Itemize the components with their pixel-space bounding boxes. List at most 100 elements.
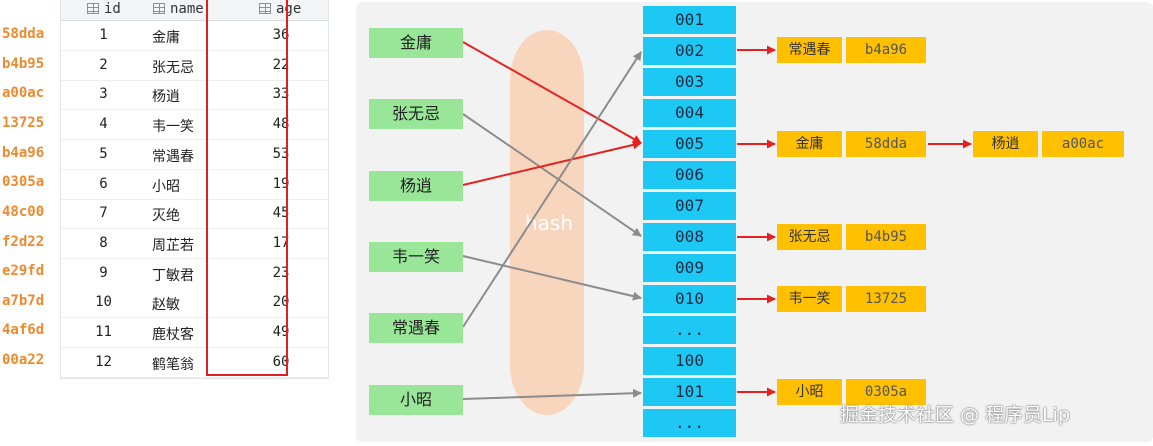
cell-name: 常遇春 xyxy=(152,148,194,165)
cell-age: 19 xyxy=(272,175,290,192)
cell-id: 4 xyxy=(99,116,108,133)
cell-age: 45 xyxy=(272,205,290,222)
column-icon xyxy=(153,3,165,14)
table-row[interactable]: 7 灭绝 45 xyxy=(61,199,328,230)
entry-hash: a00ac xyxy=(1042,131,1124,157)
entry-hash: 58dda xyxy=(846,131,926,157)
arrow-jinyong-to-005 xyxy=(462,41,642,144)
cell-age: 22 xyxy=(272,56,290,73)
hash-label: 13725 xyxy=(2,115,45,131)
hash-slot: 005 xyxy=(643,130,736,158)
column-key-icon xyxy=(87,3,99,14)
entry-name: 韦一笑 xyxy=(777,286,842,312)
hash-label: 4af6d xyxy=(2,322,45,338)
hash-label: e29fd xyxy=(2,263,45,279)
cell-name: 周芷若 xyxy=(152,237,194,254)
table-row[interactable]: 1 金庸 36 xyxy=(61,21,328,51)
key-box: 小昭 xyxy=(369,385,463,415)
hash-slot: 002 xyxy=(643,37,736,65)
cell-name: 小昭 xyxy=(152,178,180,195)
hash-slot: 100 xyxy=(643,347,736,375)
hash-label: 00a22 xyxy=(2,352,45,368)
cell-age: 33 xyxy=(272,86,290,103)
entry-name: 常遇春 xyxy=(777,37,842,63)
entry-name: 金庸 xyxy=(777,131,842,157)
hash-slot: 001 xyxy=(643,6,736,34)
cell-age: 17 xyxy=(272,234,290,251)
cell-name: 鹤笔翁 xyxy=(152,356,194,373)
hash-slot: 009 xyxy=(643,254,736,282)
entry-hash: b4b95 xyxy=(846,224,926,250)
key-box: 常遇春 xyxy=(369,313,463,343)
name-column-highlight xyxy=(206,0,288,376)
hash-label: f2d22 xyxy=(2,234,45,250)
hash-label: 0305a xyxy=(2,174,45,190)
hash-slot: 006 xyxy=(643,161,736,189)
table-row[interactable]: 3 杨逍 33 xyxy=(61,80,328,111)
entry-name: 杨逍 xyxy=(973,131,1038,157)
key-box: 杨逍 xyxy=(369,171,463,201)
cell-id: 8 xyxy=(99,234,108,251)
entry-hash: 13725 xyxy=(846,286,926,312)
entry-hash: 0305a xyxy=(846,379,926,405)
hash-function-band xyxy=(510,30,584,415)
key-box: 韦一笑 xyxy=(369,242,463,272)
table-row[interactable]: 2 张无忌 22 xyxy=(61,50,328,81)
cell-id: 12 xyxy=(95,353,112,370)
arrow-yangxiao-to-005 xyxy=(462,140,642,186)
cell-age: 23 xyxy=(272,264,290,281)
arrow-zhangwuji-to-008 xyxy=(462,113,642,237)
hash-slot: 003 xyxy=(643,68,736,96)
arrow-weiyixiao-to-010 xyxy=(462,255,642,301)
hash-function-label: hash xyxy=(525,211,574,235)
table-row[interactable]: 4 韦一笑 48 xyxy=(61,110,328,141)
cell-id: 6 xyxy=(99,175,108,192)
arrow-changyuchun-to-002 xyxy=(462,51,642,328)
column-header-age[interactable]: age xyxy=(259,1,301,17)
cell-name: 丁敏君 xyxy=(152,267,194,284)
table-row[interactable]: 6 小昭 19 xyxy=(61,169,328,200)
key-box: 张无忌 xyxy=(369,99,463,129)
hash-index-diagram xyxy=(356,2,1153,442)
arrow-xiaozhao-to-101 xyxy=(462,388,642,400)
column-icon xyxy=(259,3,271,14)
cell-name: 韦一笑 xyxy=(152,119,194,136)
cell-name: 鹿杖客 xyxy=(152,327,194,343)
cell-id: 2 xyxy=(99,56,108,73)
table-header: id name age xyxy=(61,0,328,21)
hash-label: a7b7d xyxy=(2,293,45,309)
watermark: 掘金技术社区 @ 程序员Lip xyxy=(840,404,1071,426)
cell-age: 36 xyxy=(272,27,290,43)
entry-name: 张无忌 xyxy=(777,224,842,250)
cell-name: 杨逍 xyxy=(152,89,180,106)
cell-age: 60 xyxy=(272,353,290,370)
cell-name: 张无忌 xyxy=(152,59,194,76)
cell-id: 10 xyxy=(95,294,112,311)
cell-id: 3 xyxy=(99,86,108,103)
column-header-id[interactable]: id xyxy=(87,1,121,17)
table-row[interactable]: 8 周芷若 17 xyxy=(61,228,328,259)
column-header-name[interactable]: name xyxy=(153,1,204,17)
cell-name: 灭绝 xyxy=(152,208,180,225)
cell-id: 1 xyxy=(99,27,108,43)
cell-age: 48 xyxy=(272,116,290,133)
cell-id: 7 xyxy=(99,205,108,222)
hash-slot: 007 xyxy=(643,192,736,220)
hash-slot: ... xyxy=(643,409,736,437)
entry-hash: b4a96 xyxy=(846,37,926,63)
cell-name: 金庸 xyxy=(152,30,180,46)
cell-id: 11 xyxy=(95,324,112,340)
hash-slot: 010 xyxy=(643,285,736,313)
cell-age: 20 xyxy=(272,294,290,311)
hash-label: a00ac xyxy=(2,85,45,101)
hash-label: 48c00 xyxy=(2,204,45,220)
key-box: 金庸 xyxy=(369,28,463,58)
hash-label: b4b95 xyxy=(2,56,45,72)
table-row[interactable]: 12 鹤笔翁 60 xyxy=(61,347,328,378)
